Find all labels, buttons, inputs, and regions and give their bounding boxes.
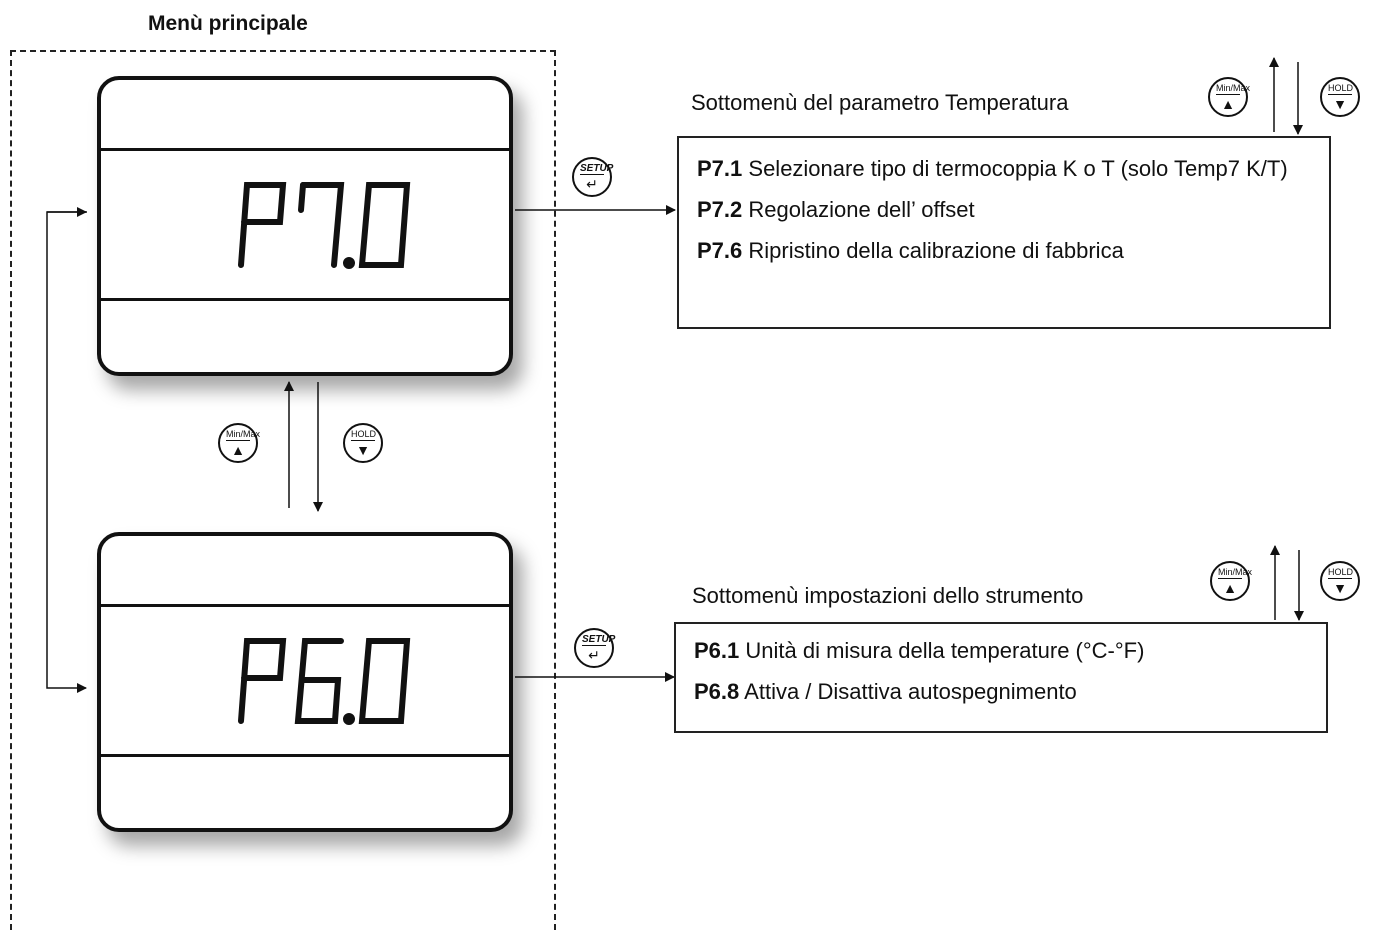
down-triangle-icon: ▼ — [1333, 580, 1347, 596]
setup-enter-button[interactable]: SETUP ↵ — [572, 157, 614, 197]
item-code: P7.1 — [697, 156, 743, 181]
up-triangle-icon: ▲ — [231, 442, 245, 458]
item-text: Regolazione dell’ offset — [748, 197, 975, 222]
item-text: Unità di misura della temperature (°C-°F… — [745, 638, 1145, 663]
item-text: Attiva / Disattiva autospegnimento — [744, 679, 1077, 704]
minmax-label: Min/Max — [226, 429, 261, 441]
enter-arrow-icon: ↵ — [588, 647, 600, 663]
submenu-temperature-box: P7.1 Selezionare tipo di termocoppia K o… — [677, 136, 1331, 329]
up-triangle-icon: ▲ — [1221, 96, 1235, 112]
enter-arrow-icon: ↵ — [586, 176, 598, 192]
lcd-display-p6 — [97, 532, 513, 832]
lcd-divider — [101, 148, 509, 151]
up-triangle-icon: ▲ — [1223, 580, 1237, 596]
minmax-up-button[interactable]: Min/Max ▲ — [1208, 77, 1251, 117]
setup-enter-button[interactable]: SETUP ↵ — [574, 628, 616, 668]
lcd-display-p7 — [97, 76, 513, 376]
submenu-instrument-title: Sottomenù impostazioni dello strumento — [692, 583, 1084, 608]
lcd-divider — [101, 298, 509, 301]
hold-down-button[interactable]: HOLD ▼ — [1320, 77, 1360, 117]
minmax-label: Min/Max — [1218, 567, 1253, 579]
submenu-item: P6.8 Attiva / Disattiva autospegnimento — [694, 671, 1308, 712]
hold-label: HOLD — [351, 429, 377, 441]
minmax-up-button[interactable]: Min/Max ▲ — [1210, 561, 1253, 601]
lcd-readout-p7 — [238, 182, 411, 269]
down-triangle-icon: ▼ — [1333, 96, 1347, 112]
lcd-divider — [101, 754, 509, 757]
item-text: Selezionare tipo di termocoppia K o T (s… — [748, 156, 1288, 181]
lcd-divider — [101, 604, 509, 607]
submenu-item: P6.1 Unità di misura della temperature (… — [694, 630, 1308, 671]
main-menu-frame — [10, 50, 556, 930]
minmax-up-button[interactable]: Min/Max ▲ — [218, 423, 261, 463]
item-code: P6.8 — [694, 679, 740, 704]
item-code: P7.2 — [697, 197, 743, 222]
down-triangle-icon: ▼ — [356, 442, 370, 458]
submenu-instrument-box: P6.1 Unità di misura della temperature (… — [674, 622, 1328, 733]
submenu-item: P7.2 Regolazione dell’ offset — [697, 189, 1311, 230]
submenu-item: P7.1 Selezionare tipo di termocoppia K o… — [697, 148, 1311, 189]
setup-label: SETUP — [580, 163, 614, 175]
lcd-readout-p6 — [238, 638, 411, 725]
hold-down-button[interactable]: HOLD ▼ — [1320, 561, 1360, 601]
minmax-label: Min/Max — [1216, 83, 1251, 95]
setup-label: SETUP — [582, 634, 616, 646]
hold-down-button[interactable]: HOLD ▼ — [343, 423, 383, 463]
submenu-item: P7.6 Ripristino della calibrazione di fa… — [697, 230, 1311, 271]
item-text: Ripristino della calibrazione di fabbric… — [748, 238, 1124, 263]
hold-label: HOLD — [1328, 83, 1354, 95]
item-code: P7.6 — [697, 238, 743, 263]
submenu-temperature-title: Sottomenù del parametro Temperatura — [691, 90, 1069, 115]
item-code: P6.1 — [694, 638, 740, 663]
hold-label: HOLD — [1328, 567, 1354, 579]
main-menu-title: Menù principale — [148, 12, 308, 35]
